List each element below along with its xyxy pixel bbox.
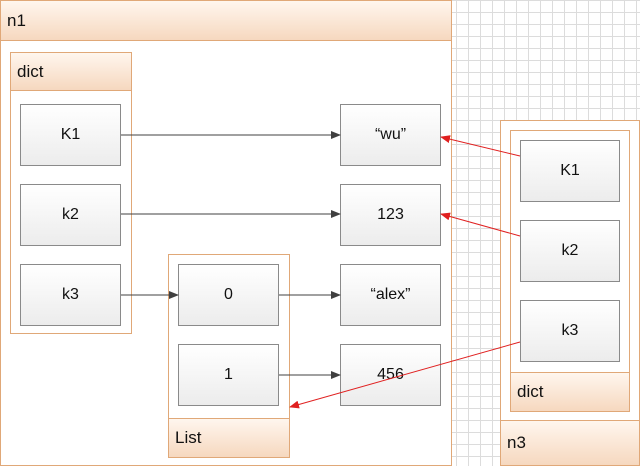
n3-key-k3: k3 xyxy=(520,300,620,362)
arrow-n3-K1-to-wu xyxy=(440,135,521,157)
value-wu: “wu” xyxy=(340,104,441,166)
n1-key-k2: k2 xyxy=(20,184,121,246)
n3-key-k2: k2 xyxy=(520,220,620,282)
n1-title: n1 xyxy=(0,0,452,41)
arrow-n3-k2-to-123 xyxy=(440,212,521,237)
list-title: List xyxy=(168,418,290,458)
list-index-0: 0 xyxy=(178,264,279,326)
n1-key-K1: K1 xyxy=(20,104,121,166)
list-index-1: 1 xyxy=(178,344,279,406)
value-123: 123 xyxy=(340,184,441,246)
n3-key-K1: K1 xyxy=(520,140,620,202)
n1-key-k3: k3 xyxy=(20,264,121,326)
arrow-n3-k3-to-list xyxy=(289,341,521,409)
value-456: 456 xyxy=(340,344,441,406)
n1-dict-title: dict xyxy=(10,52,132,91)
n3-dict-title: dict xyxy=(510,372,630,412)
